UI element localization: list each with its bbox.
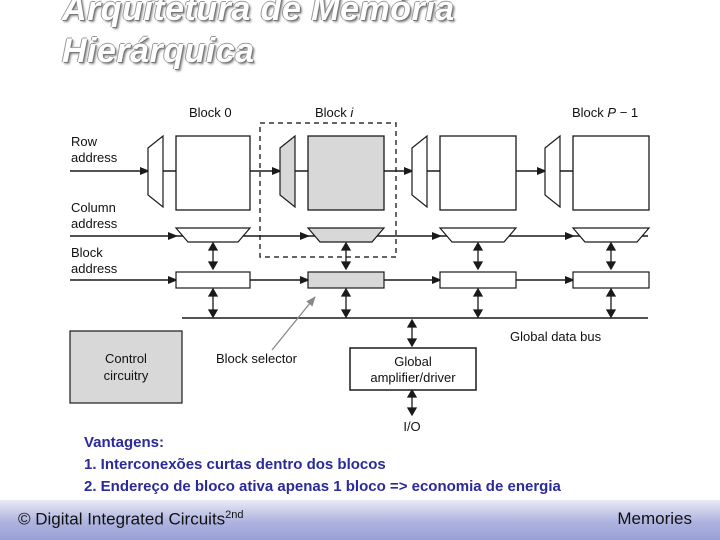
notes-item-1: 1. Interconexões curtas dentro dos bloco… [84, 456, 386, 473]
footer-bar [0, 500, 720, 540]
memory-array-p [572, 135, 650, 211]
footer-edition: 2nd [225, 509, 244, 521]
block-2 [411, 134, 518, 289]
row-arrow-0 [140, 167, 150, 175]
column-decoder-i [306, 227, 386, 243]
block-arrow-2 [432, 276, 442, 284]
notes-heading: Vantagens: [84, 434, 165, 451]
slide-title: Arquitetura de Memória Hierárquica [62, 0, 455, 72]
row-arrow-i [272, 167, 282, 175]
block-arrow-i [300, 276, 310, 284]
row-decoder-0 [147, 134, 164, 209]
column-decoder-p [571, 227, 651, 243]
advantages-notes: Vantagens: 1. Interconexões curtas dentr… [84, 432, 561, 498]
io-label: I/O [403, 419, 420, 434]
global-data-bus-label: Global data bus [510, 329, 602, 344]
column-arrow-i [300, 232, 310, 240]
control-circuitry-box [69, 330, 183, 404]
row-arrow-p [537, 167, 547, 175]
column-arrow-p [565, 232, 575, 240]
memory-array-0 [175, 135, 251, 211]
block-selector-label: Block selector [216, 351, 298, 366]
slide-title-line2: Hierárquica [62, 32, 255, 70]
footer-copyright: © Digital Integrated Circuits2nd [18, 509, 244, 530]
local-connectors [207, 241, 617, 417]
block-i-highlight [259, 122, 397, 258]
block-selector-2 [439, 271, 517, 289]
notes-item-2: 2. Endereço de bloco ativa apenas 1 bloc… [84, 478, 561, 495]
row-decoder-p [544, 134, 561, 209]
memory-array-2 [439, 135, 517, 211]
block-selector-0 [175, 271, 251, 289]
footer-section: Memories [617, 509, 692, 528]
slide-title-line1: Arquitetura de Memória [62, 0, 455, 28]
row-decoder-i [279, 134, 296, 209]
block-selector-p [572, 271, 650, 289]
block-p-minus-1 [544, 134, 651, 289]
block-selector-i [307, 271, 385, 289]
column-arrow-0 [168, 232, 178, 240]
block-selector-pointer [271, 296, 316, 351]
global-amplifier-box [349, 347, 477, 391]
block-0-label: Block 0 [189, 105, 232, 120]
block-arrow-0 [168, 276, 178, 284]
column-decoder-2 [438, 227, 518, 243]
row-arrow-2 [404, 167, 414, 175]
block-p-label: Block P − 1 [572, 105, 638, 120]
block-0 [147, 134, 252, 289]
memory-array-i [307, 135, 385, 211]
block-i-label: Block i [315, 105, 354, 120]
block-arrow-p [565, 276, 575, 284]
column-decoder-0 [174, 227, 252, 243]
block-i [279, 134, 386, 289]
column-arrow-2 [432, 232, 442, 240]
footer-copyright-text: © Digital Integrated Circuits [18, 509, 226, 529]
row-decoder-2 [411, 134, 428, 209]
